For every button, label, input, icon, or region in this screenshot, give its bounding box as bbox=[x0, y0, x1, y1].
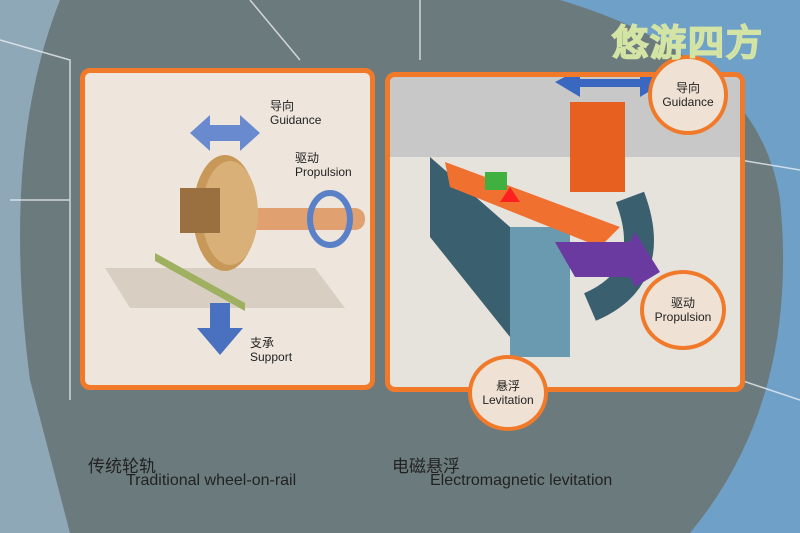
wheel-caption-en: Traditional wheel-on-rail bbox=[126, 472, 297, 489]
watermark: 悠游四方 bbox=[611, 21, 765, 64]
levitation-arrow-icon bbox=[500, 187, 520, 202]
guidance-arrow-icon bbox=[555, 77, 665, 97]
maglev-caption-cn: 电磁悬浮 bbox=[392, 457, 460, 476]
maglev-caption-en: Electromagnetic levitation bbox=[430, 472, 613, 489]
propulsion-arrow-icon bbox=[555, 232, 660, 287]
guidance-arrow-icon bbox=[190, 115, 260, 151]
wheel-caption-cn: 传统轮轨 bbox=[88, 457, 156, 476]
support-arrow-icon bbox=[197, 303, 243, 355]
wheel-illustration bbox=[105, 115, 365, 355]
